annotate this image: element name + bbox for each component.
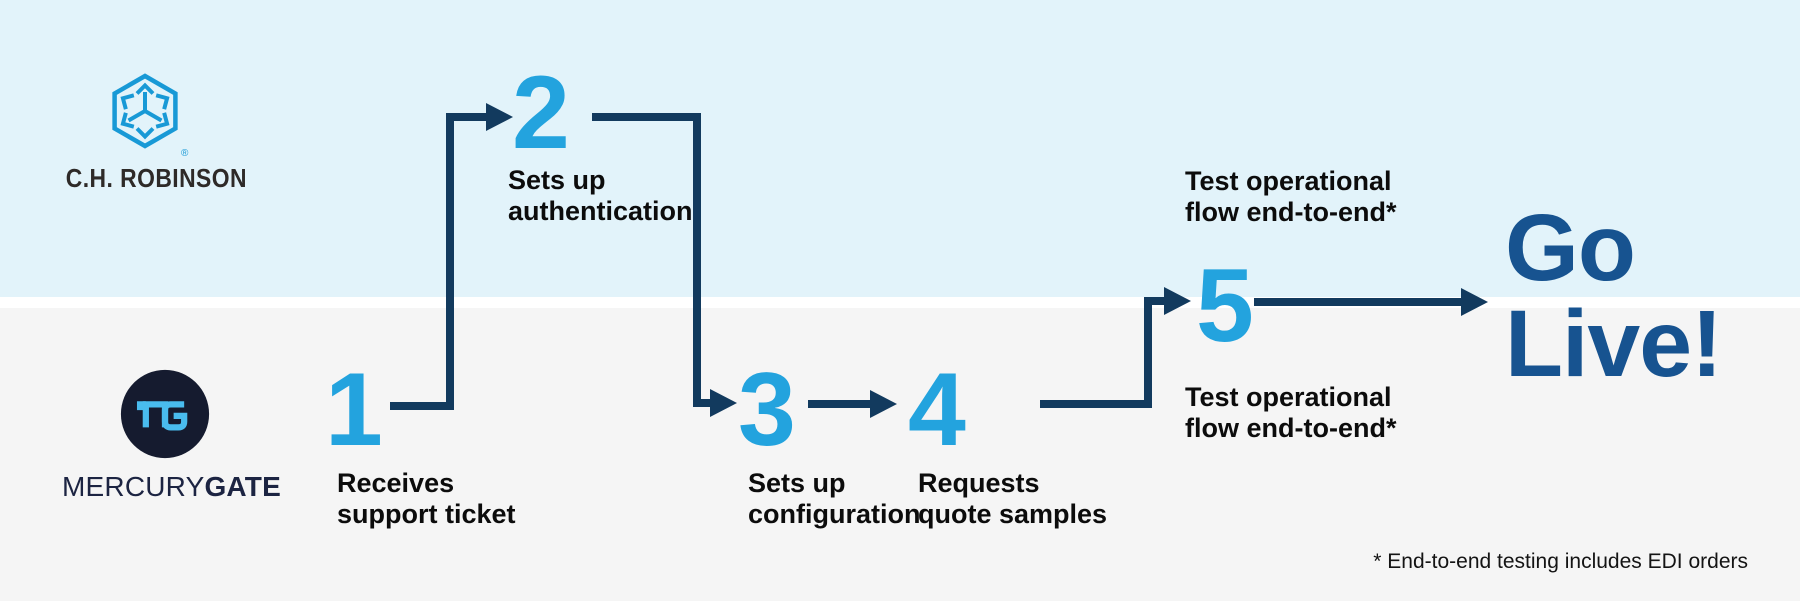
step-4-label: Requests quote samples — [918, 468, 1108, 529]
chr-lane-background — [0, 0, 1800, 297]
arrow-2-to-3-line — [592, 113, 710, 407]
mg-lane-background — [0, 308, 1800, 601]
lane-divider — [0, 297, 1800, 308]
arrow-3-to-4-head — [870, 390, 897, 418]
mg-wordmark-gate: GATE — [204, 471, 281, 502]
step-3-number: 3 — [738, 352, 796, 468]
arrow-4-to-5-line — [1040, 297, 1164, 408]
mg-wordmark-mercury: MERCURY — [62, 471, 205, 502]
step-3-label: Sets up configuration — [748, 468, 921, 529]
chr-hexagon-arrows-icon — [112, 73, 178, 149]
step-1-number: 1 — [325, 352, 383, 468]
footnote: * End-to-end testing includes EDI orders — [1373, 550, 1748, 573]
step-4-number: 4 — [908, 352, 966, 468]
step-2-label: Sets up authentication — [508, 165, 693, 226]
step-1-label: Receives support ticket — [337, 468, 516, 529]
arrow-5-to-golive-head — [1461, 288, 1488, 316]
arrow-4-to-5-head — [1164, 287, 1191, 315]
arrow-2-to-3-head — [710, 389, 737, 417]
arrow-1-to-2-head — [486, 103, 513, 131]
step-5-number: 5 — [1196, 248, 1254, 364]
mg-monogram-circle-icon — [120, 369, 210, 459]
mg-wordmark: MERCURYGATE — [62, 471, 281, 503]
chr-registered-mark: ® — [181, 148, 189, 159]
chr-logo: ® C.H. ROBINSON — [55, 72, 247, 194]
chr-wordmark: C.H. ROBINSON — [65, 163, 247, 193]
mg-logo: MERCURYGATE — [62, 368, 281, 503]
step-5-label-top: Test operational flow end-to-end* — [1185, 166, 1397, 227]
step-5-label-bottom: Test operational flow end-to-end* — [1185, 382, 1397, 443]
arrow-1-to-2-line — [390, 113, 486, 410]
go-live-text: Go Live! — [1505, 195, 1723, 397]
step-2-number: 2 — [512, 55, 570, 171]
